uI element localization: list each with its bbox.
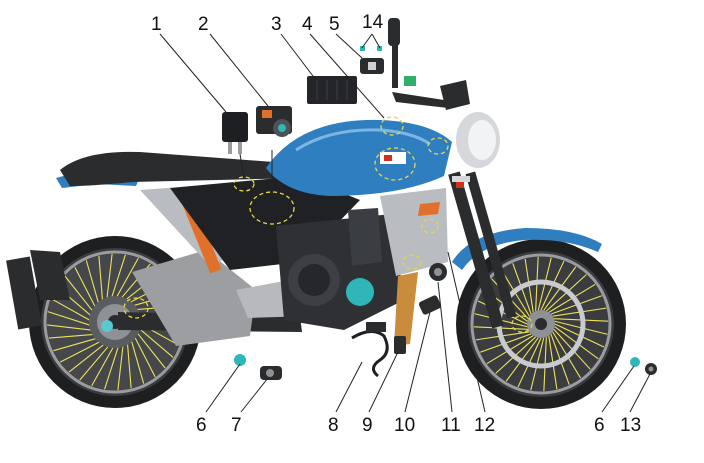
spoke	[91, 343, 116, 387]
callout-6-front: 6	[594, 415, 605, 436]
spoke	[136, 325, 174, 358]
part-2-module	[256, 106, 292, 137]
shroud-logo	[418, 202, 440, 216]
spoke	[46, 324, 95, 331]
callout-numbers: 1 2 3 4 5 14 6 7 8 9 10 11 12 6 13	[151, 12, 641, 436]
spoke	[104, 343, 120, 390]
spoke	[110, 254, 126, 301]
spoke	[50, 298, 94, 323]
sensor-parts	[222, 46, 657, 380]
rear-shock	[182, 200, 222, 274]
part-8-harness	[351, 322, 406, 378]
spoke	[47, 311, 94, 327]
spoke	[79, 343, 112, 381]
callout-2: 2	[198, 14, 209, 35]
part-10-sensor	[418, 295, 442, 315]
engine	[276, 208, 404, 330]
exhaust-muffler	[132, 250, 256, 346]
callout-6-rear: 6	[196, 415, 207, 436]
seat	[60, 151, 306, 186]
callout-13: 13	[620, 415, 641, 436]
part-6-sensor-front	[630, 357, 640, 367]
spoke	[117, 342, 124, 391]
part-7-sensor	[260, 366, 282, 380]
turn-signal	[452, 176, 470, 182]
handlebar	[392, 92, 448, 108]
tank-emblem	[380, 152, 406, 164]
callout-1: 1	[151, 14, 162, 35]
callout-11: 11	[441, 415, 461, 436]
callout-3: 3	[271, 14, 282, 35]
license-plate-bracket	[6, 256, 42, 330]
part-11-sensor	[429, 263, 447, 281]
spoke	[130, 337, 145, 384]
callout-14: 14	[362, 12, 384, 33]
spoke	[53, 337, 100, 352]
part-13-sensor	[645, 363, 657, 375]
part-1-relay	[222, 112, 248, 154]
spoke	[64, 275, 96, 314]
callout-4: 4	[302, 14, 313, 35]
spoke	[74, 266, 98, 311]
spoke	[114, 257, 139, 301]
spoke	[59, 339, 104, 363]
spoke	[134, 330, 166, 369]
part-5-switch	[360, 58, 384, 74]
callout-12: 12	[474, 415, 495, 436]
header-pipes	[394, 272, 418, 346]
mirror-stem	[392, 24, 398, 88]
rear-hugger	[30, 250, 70, 300]
spoke	[126, 340, 132, 389]
spoke	[68, 341, 107, 373]
callout-7: 7	[231, 415, 242, 436]
mirror	[388, 18, 400, 46]
location-rings	[123, 116, 533, 333]
part-14-connectors	[360, 46, 382, 51]
callout-10: 10	[394, 415, 415, 436]
tank-highlight	[295, 128, 431, 152]
green-switch	[404, 76, 416, 86]
callout-5: 5	[329, 14, 340, 35]
callout-8: 8	[328, 415, 339, 436]
callout-9: 9	[362, 415, 373, 436]
part-6-sensor-rear	[234, 354, 246, 366]
spoke	[85, 260, 100, 307]
spoke	[98, 255, 104, 304]
front-fork	[448, 171, 504, 329]
part-3-control-unit	[307, 76, 357, 104]
dash-cluster	[440, 80, 470, 110]
spoke	[48, 333, 97, 339]
spoke	[132, 333, 156, 378]
spoke	[106, 253, 113, 302]
leader-lines	[159, 33, 651, 413]
